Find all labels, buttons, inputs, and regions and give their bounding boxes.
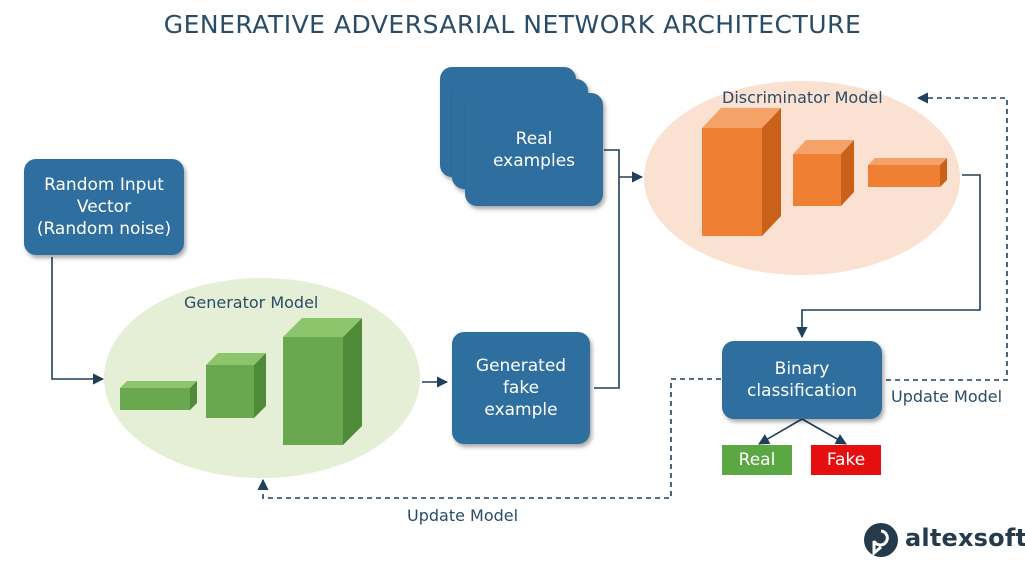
generator-layer-medium [206, 353, 266, 418]
binary-classification-node: Binary classification [722, 341, 882, 419]
update-discriminator-label: Update Model [891, 387, 1003, 406]
discriminator-layer-small [868, 158, 947, 187]
generator-layer-small [120, 381, 197, 410]
connector-binary-to-fake [801, 418, 847, 445]
real-examples-node: Real examples [465, 93, 603, 206]
update-generator-label: Update Model [407, 506, 519, 525]
discriminator-layer-medium [793, 140, 854, 206]
generator-layer-large [283, 318, 362, 445]
altexsoft-logo-text: altexsoft [905, 524, 1025, 552]
fake-output-tag: Fake [811, 445, 881, 475]
connector-noise-to-generator [51, 257, 105, 385]
discriminator-layer-large [702, 108, 781, 236]
connector-real-to-discriminator [604, 149, 620, 177]
random-input-vector-node: Random Input Vector (Random noise) [24, 159, 184, 255]
real-output-tag: Real [722, 445, 792, 475]
generator-model-label: Generator Model [184, 293, 319, 312]
connector-binary-to-real [758, 418, 803, 445]
diagram-title: GENERATIVE ADVERSARIAL NETWORK ARCHITECT… [163, 10, 862, 39]
connector-fake-to-discriminator [594, 177, 620, 389]
connector-update-discriminator [886, 92, 1008, 381]
generated-fake-example-node: Generated fake example [452, 332, 590, 444]
discriminator-model-label: Discriminator Model [722, 88, 883, 107]
connector-discriminator-to-binary [796, 174, 981, 339]
altexsoft-logo-mark [864, 523, 898, 557]
